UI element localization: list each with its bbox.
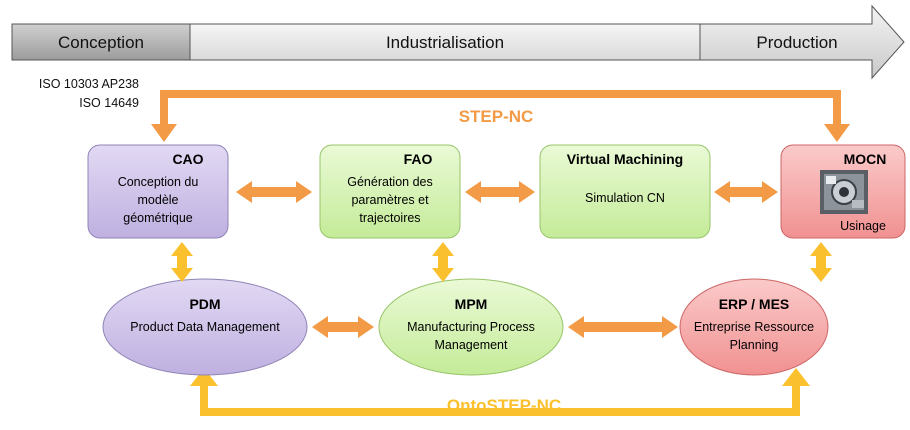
node-mpm: MPM Manufacturing Process Management bbox=[378, 278, 564, 376]
phase-production bbox=[699, 4, 905, 80]
mpm-line-2: Management bbox=[435, 338, 508, 352]
arrow-fao-vm bbox=[465, 181, 535, 203]
phase-industrialisation bbox=[189, 23, 701, 61]
ontostepnc-label: OntoSTEP-NC bbox=[447, 396, 561, 415]
arrows-vertical bbox=[171, 242, 832, 282]
node-fao: FAO Génération des paramètres et traject… bbox=[319, 144, 461, 239]
phase-label-conception: Conception bbox=[58, 33, 144, 52]
fao-line-3: trajectoires bbox=[359, 211, 420, 225]
node-virtual-machining: Virtual Machining Simulation CN bbox=[539, 144, 711, 239]
erp-line-2: Planning bbox=[730, 338, 779, 352]
node-erp-mes: ERP / MES Entreprise Ressource Planning bbox=[679, 278, 829, 376]
node-mocn: MOCN Usinage bbox=[780, 144, 906, 239]
phase-label-industrialisation: Industrialisation bbox=[386, 33, 504, 52]
pdm-line-1: Product Data Management bbox=[130, 320, 280, 334]
machine-tool-image bbox=[820, 170, 868, 214]
pdm-title: PDM bbox=[189, 296, 220, 312]
timeline: Conception Industrialisation Production bbox=[11, 4, 905, 80]
node-pdm: PDM Product Data Management bbox=[102, 278, 308, 376]
erp-title: ERP / MES bbox=[719, 296, 790, 312]
vm-title: Virtual Machining bbox=[567, 151, 683, 167]
phase-label-production: Production bbox=[756, 33, 837, 52]
arrow-pdm-mpm bbox=[312, 316, 374, 338]
cao-line-3: géométrique bbox=[123, 211, 193, 225]
stepnc-label: STEP-NC bbox=[459, 107, 534, 126]
standard-ap238: ISO 10303 AP238 bbox=[39, 77, 139, 91]
fao-title: FAO bbox=[404, 151, 433, 167]
cao-line-1: Conception du bbox=[118, 175, 199, 189]
arrow-cao-pdm bbox=[171, 242, 193, 282]
arrows-top-row bbox=[236, 181, 778, 203]
arrow-cao-fao bbox=[236, 181, 312, 203]
arrow-mocn-erp bbox=[810, 242, 832, 282]
vm-line-1: Simulation CN bbox=[585, 191, 665, 205]
mocn-line-1: Usinage bbox=[840, 219, 886, 233]
erp-line-1: Entreprise Ressource bbox=[694, 320, 814, 334]
cao-title: CAO bbox=[172, 151, 203, 167]
mpm-line-1: Manufacturing Process bbox=[407, 320, 535, 334]
fao-line-2: paramètres et bbox=[351, 193, 429, 207]
standard-14649: ISO 14649 bbox=[79, 96, 139, 110]
arrow-mpm-erp bbox=[568, 316, 678, 338]
node-cao: CAO Conception du modèle géométrique bbox=[87, 144, 229, 239]
stepnc-link bbox=[151, 90, 850, 142]
fao-line-1: Génération des bbox=[347, 175, 432, 189]
arrow-vm-mocn bbox=[714, 181, 778, 203]
mpm-title: MPM bbox=[455, 296, 488, 312]
arrow-fao-mpm bbox=[432, 242, 454, 282]
ontostepnc-link bbox=[190, 368, 810, 416]
phase-conception bbox=[11, 23, 191, 61]
arrows-bottom-row bbox=[312, 316, 678, 338]
mocn-title: MOCN bbox=[844, 151, 887, 167]
cao-line-2: modèle bbox=[138, 193, 179, 207]
